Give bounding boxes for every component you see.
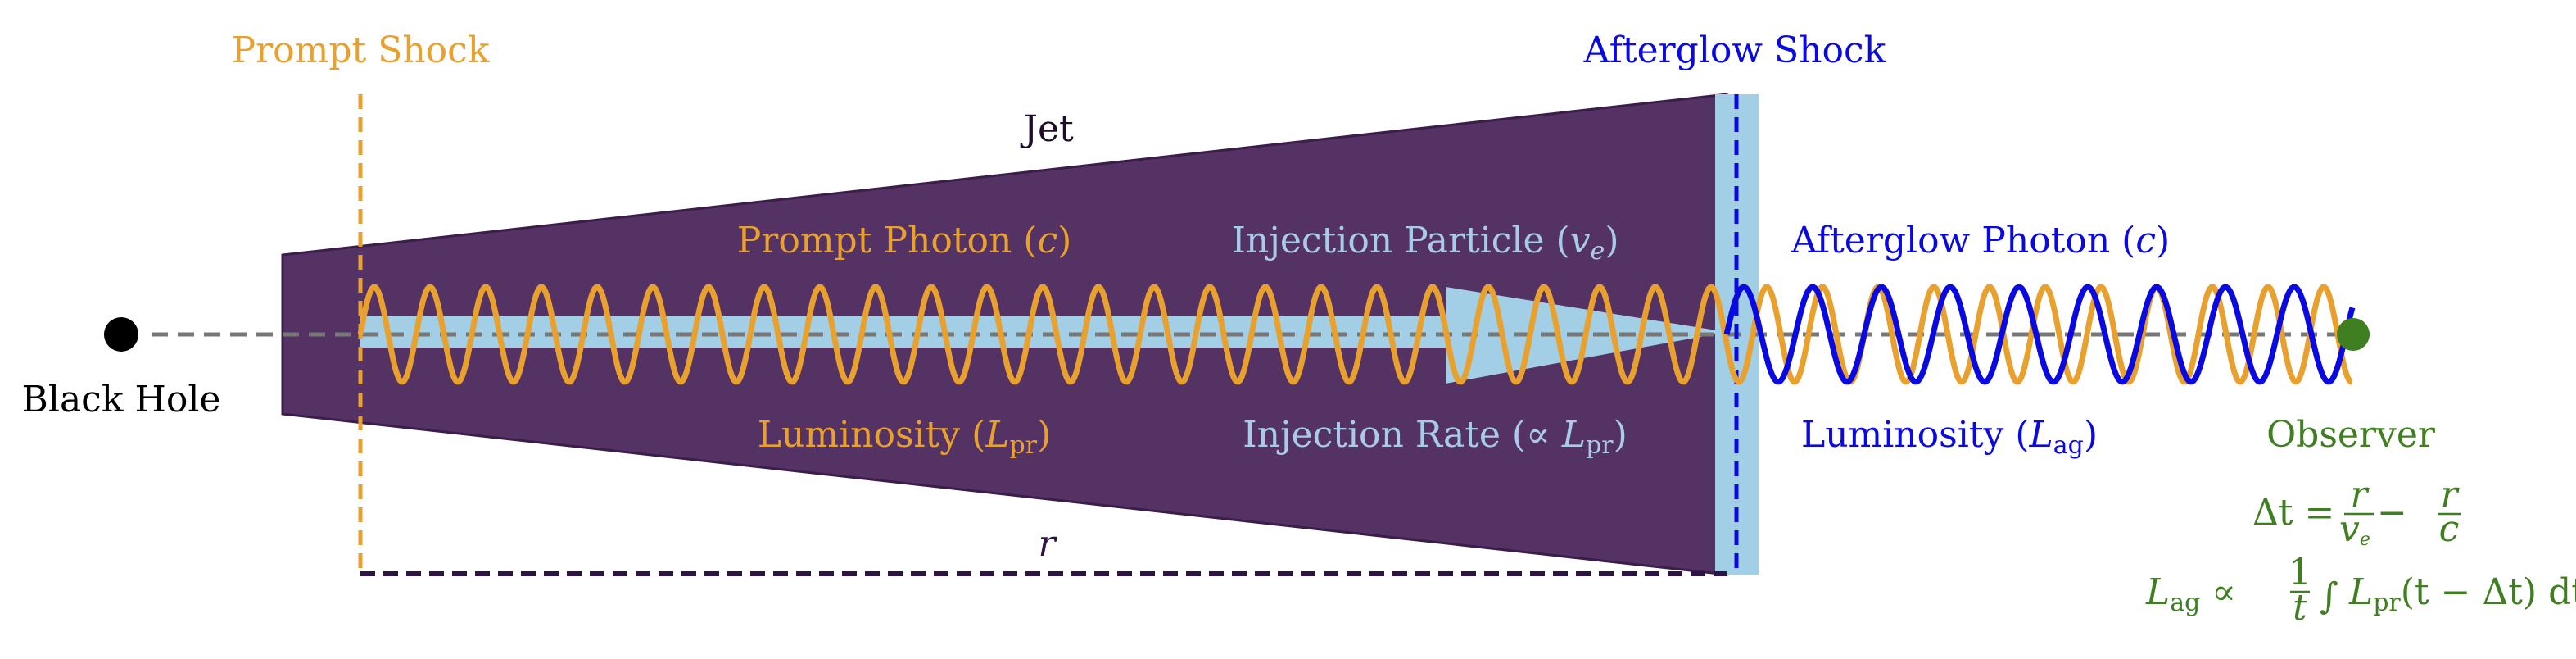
svg-text:ve: ve	[2339, 508, 2370, 550]
svg-text:Lpr(t − Δt) dt: Lpr(t − Δt) dt	[2348, 571, 2576, 617]
luminosity-ag-label: Luminosity (Lag)	[1801, 414, 2098, 460]
observer-label: Observer	[2266, 414, 2436, 456]
observer-dot	[2337, 318, 2370, 351]
black-hole-dot	[104, 317, 138, 352]
black-hole-label: Black Hole	[22, 379, 221, 420]
injection-rate-label: Injection Rate (∝ Lpr)	[1243, 414, 1628, 460]
injection-particle-label: Injection Particle (ve)	[1232, 220, 1619, 266]
lag-equation: Lag ∝ 1 t ∫ Lpr(t − Δt) dt	[2145, 552, 2576, 629]
svg-text:c: c	[2439, 508, 2460, 550]
afterglow-photon-label: Afterglow Photon (c)	[1791, 220, 2170, 261]
prompt-shock-label: Prompt Shock	[232, 30, 490, 71]
r-label: r	[1038, 523, 1057, 565]
svg-text:t: t	[2293, 587, 2307, 629]
svg-text:Lag ∝: Lag ∝	[2145, 571, 2236, 617]
jet-label: Jet	[1020, 108, 1074, 150]
delta-t-equation: Δt = r ve − r c	[2252, 474, 2461, 550]
svg-text:r: r	[2350, 474, 2370, 516]
svg-text:∫: ∫	[2320, 575, 2338, 617]
svg-text:1: 1	[2289, 552, 2311, 593]
svg-text:r: r	[2440, 474, 2460, 516]
prompt-photon-wave	[357, 284, 2353, 385]
luminosity-pr-label: Luminosity (Lpr)	[758, 414, 1051, 460]
afterglow-shock-label: Afterglow Shock	[1583, 30, 1886, 71]
svg-text:−: −	[2377, 492, 2407, 534]
prompt-photon-label: Prompt Photon (c)	[737, 220, 1072, 261]
svg-text:Δt =: Δt =	[2252, 492, 2334, 534]
afterglow-photon-wave	[1723, 284, 2356, 385]
